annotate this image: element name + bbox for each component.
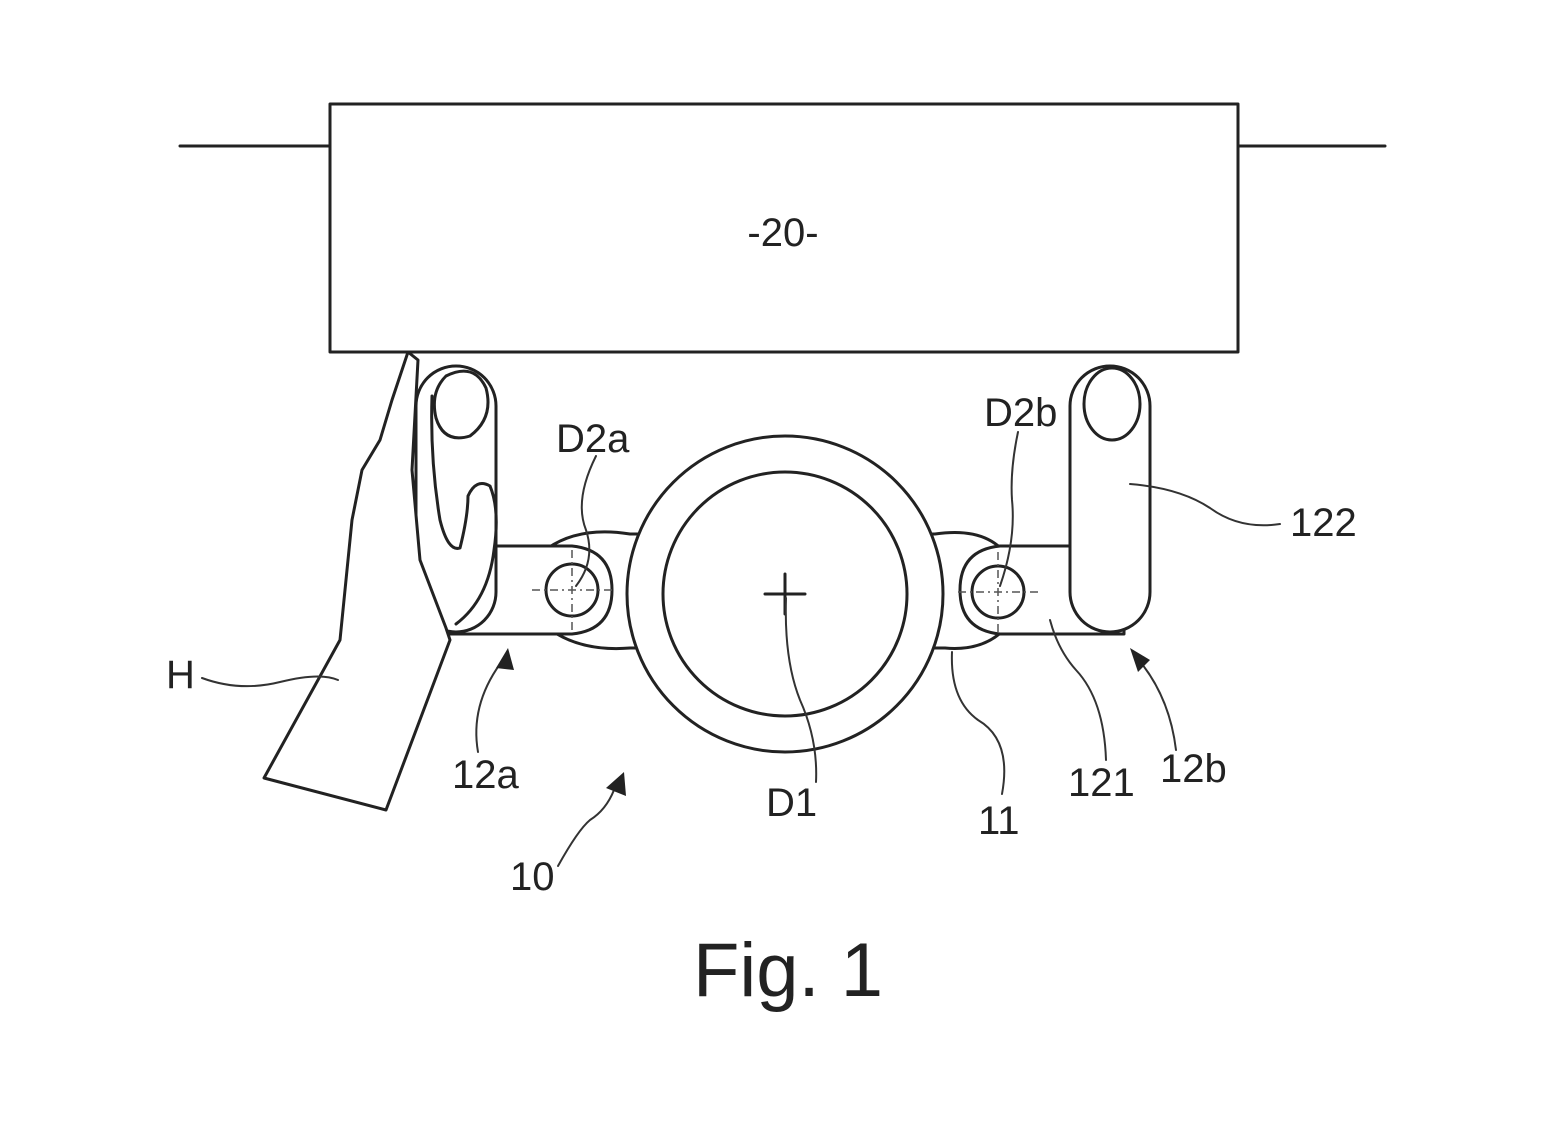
label-d2a: D2a [556,417,630,461]
hand-h-outline [262,350,452,812]
label-122: 122 [1290,501,1357,545]
handle-122-top-oval [1082,366,1142,442]
label-d1: D1 [766,781,817,825]
leader-lines [201,431,1281,867]
leader-12a [475,663,501,753]
leader-122 [1129,483,1281,527]
lever-12b [958,364,1152,636]
leader-h [201,675,339,688]
leader-d1 [784,597,818,783]
label-12a: 12a [452,753,519,797]
reference-labels: H D2a D2b 122 121 12b 12a 10 D1 11 [166,391,1357,899]
hand-finger-curve [430,394,498,626]
arrow-12b-head [1130,648,1150,672]
component-20: -20- [178,102,1387,354]
lever-12b-handle-122 [1068,364,1152,634]
label-11: 11 [978,799,1020,843]
label-d2b: D2b [984,391,1057,435]
leader-d2b [999,431,1019,587]
arrow-10-head [606,772,626,796]
lever-12a [414,364,616,636]
ring-inner-circle [661,470,909,718]
label-12b: 12b [1160,747,1227,791]
central-ring [625,434,945,754]
figure-caption: Fig. 1 [693,928,883,1013]
box-20-outline [328,102,1240,354]
leader-d2a [575,455,597,587]
label-10: 10 [510,855,555,899]
hand-h [262,350,498,812]
label-121: 121 [1068,761,1135,805]
leader-11 [950,651,1006,795]
leader-10 [557,789,615,867]
hand-fingertip-curve [432,369,490,440]
leader-12b [1141,663,1177,751]
arrow-12a-head [496,648,514,670]
box-20-label: -20- [747,211,818,255]
leader-121 [1049,619,1107,761]
label-h: H [166,653,195,697]
